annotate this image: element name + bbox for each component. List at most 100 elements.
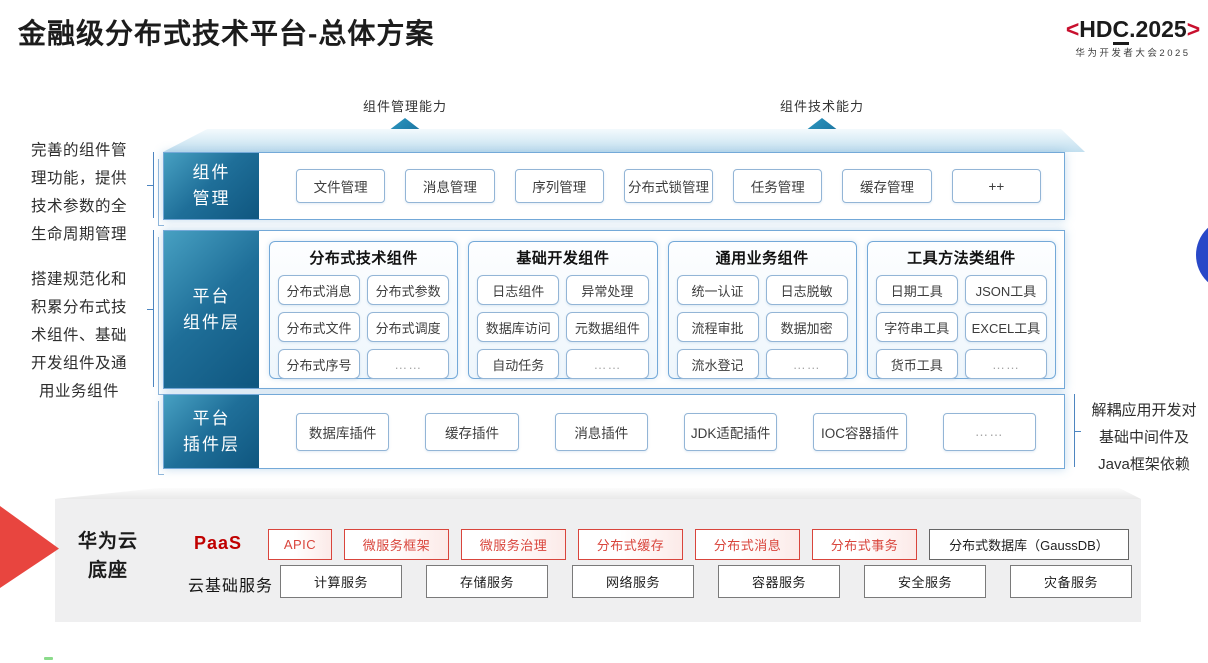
annotation-line: 积累分布式技 <box>30 299 127 316</box>
component-item: 日志组件 <box>477 275 560 305</box>
paas-service: 分布式缓存 <box>578 529 683 560</box>
cloud-services-label: 云基础服务 <box>188 578 274 595</box>
cloud-service: 网络服务 <box>572 565 694 598</box>
paas-services-row: APIC 微服务框架 微服务治理 分布式缓存 分布式消息 分布式事务 分布式数据… <box>268 529 1129 560</box>
paas-service: 微服务框架 <box>344 529 449 560</box>
component-item: 分布式消息 <box>278 275 361 305</box>
management-item: 消息管理 <box>405 169 495 203</box>
component-item: EXCEL工具 <box>964 312 1047 342</box>
annotation-component-accumulation: 搭建规范化和 积累分布式技 术组件、基础 开发组件及通 用业务组件 <box>6 266 152 406</box>
red-arrow-icon <box>0 506 59 588</box>
component-item: 异常处理 <box>566 275 649 305</box>
annotation-line: 解耦应用开发对 <box>1091 402 1197 419</box>
component-item: 流程审批 <box>676 312 759 342</box>
logo-c-underlined: C <box>1112 16 1130 45</box>
foundation-label-line: 底座 <box>87 560 128 581</box>
annotation-line: 理功能，提供 <box>30 170 127 187</box>
annotation-line: 基础中间件及 <box>1098 429 1189 446</box>
paas-service: 微服务治理 <box>461 529 566 560</box>
cloud-service: 计算服务 <box>280 565 402 598</box>
component-item: 自动任务 <box>477 349 560 379</box>
group-title: 分布式技术组件 <box>309 250 418 267</box>
group-grid: 日期工具 JSON工具 字符串工具 EXCEL工具 货币工具 …… <box>875 275 1047 379</box>
cloud-service: 安全服务 <box>864 565 986 598</box>
hdc-2025-logo: <HDC.2025> 华为开发者大会2025 <box>1064 16 1202 59</box>
component-item: 数据库访问 <box>477 312 560 342</box>
component-item: 流水登记 <box>676 349 759 379</box>
component-item: JSON工具 <box>964 275 1047 305</box>
paas-service-gaussdb: 分布式数据库（GaussDB） <box>929 529 1129 560</box>
annotation-management-capability: 完善的组件管 理功能，提供 技术参数的全 生命周期管理 <box>6 137 152 249</box>
foundation-label: 华为云 底座 <box>70 527 146 585</box>
annotation-line: 技术参数的全 <box>30 198 127 215</box>
plugin-item-ellipsis: …… <box>942 412 1036 451</box>
foundation-label-line: 华为云 <box>77 531 138 552</box>
arrow-label-technology: 组件技术能力 <box>779 99 864 114</box>
annotation-line: 完善的组件管 <box>30 142 127 159</box>
cloud-services-row: 计算服务 存储服务 网络服务 容器服务 安全服务 灾备服务 <box>280 565 1132 598</box>
component-group-basic-dev: 基础开发组件 日志组件 异常处理 数据库访问 元数据组件 自动任务 …… <box>468 241 658 379</box>
management-item: 序列管理 <box>514 169 604 203</box>
component-item: 日志脱敏 <box>765 275 848 305</box>
group-grid: 统一认证 日志脱敏 流程审批 数据加密 流水登记 …… <box>676 275 848 379</box>
component-item: 分布式调度 <box>367 312 450 342</box>
component-item-ellipsis: …… <box>566 349 649 379</box>
plugin-item: JDK适配插件 <box>683 412 778 451</box>
component-item: 字符串工具 <box>875 312 958 342</box>
component-item: 分布式文件 <box>278 312 361 342</box>
paas-service: 分布式消息 <box>695 529 800 560</box>
component-group-business: 通用业务组件 统一认证 日志脱敏 流程审批 数据加密 流水登记 …… <box>667 241 857 379</box>
bracket-tick <box>1074 430 1081 432</box>
layer-row-component-management: 组件 管理 文件管理 消息管理 序列管理 分布式锁管理 任务管理 缓存管理 ++ <box>158 152 1065 226</box>
annotation-line: 术组件、基础 <box>30 327 127 344</box>
arrow-label-management: 组件管理能力 <box>362 99 447 114</box>
layer-row-platform-components: 平台 组件层 分布式技术组件 分布式消息 分布式参数 分布式文件 分布式调度 分… <box>158 230 1065 395</box>
platform-top-face <box>163 129 1085 152</box>
paas-label: PaaS <box>194 533 243 553</box>
component-item: 分布式序号 <box>278 349 361 379</box>
foundation-top-face <box>55 488 1141 499</box>
component-item: 货币工具 <box>875 349 958 379</box>
layer-label-platform-plugins: 平台 插件层 <box>164 395 259 468</box>
cloud-service: 存储服务 <box>426 565 548 598</box>
annotation-line: 开发组件及通 <box>30 355 127 372</box>
annotation-line: 搭建规范化和 <box>30 271 127 288</box>
bracket-tick <box>147 185 154 186</box>
annotation-line: 用业务组件 <box>38 383 119 400</box>
layer-label-line: 组件层 <box>183 312 240 332</box>
component-item: 统一认证 <box>676 275 759 305</box>
management-item: 缓存管理 <box>842 169 932 203</box>
cloud-service: 灾备服务 <box>1010 565 1132 598</box>
component-item-ellipsis: …… <box>367 349 450 379</box>
management-items: 文件管理 消息管理 序列管理 分布式锁管理 任务管理 缓存管理 ++ <box>296 153 1041 219</box>
annotation-line: 生命周期管理 <box>30 226 127 243</box>
plugin-item: IOC容器插件 <box>813 412 907 451</box>
logo-year: .2025 <box>1129 16 1187 42</box>
layer-label-line: 平台 <box>192 286 231 306</box>
group-grid: 分布式消息 分布式参数 分布式文件 分布式调度 分布式序号 …… <box>278 275 450 379</box>
page-title: 金融级分布式技术平台-总体方案 <box>18 18 435 49</box>
management-item: 分布式锁管理 <box>623 169 714 203</box>
component-group-tools: 工具方法类组件 日期工具 JSON工具 字符串工具 EXCEL工具 货币工具 …… <box>866 241 1056 379</box>
annotation-line: Java框架依赖 <box>1098 456 1190 473</box>
bracket-left-components <box>147 230 160 387</box>
management-item: 文件管理 <box>296 169 386 203</box>
layer-label-component-management: 组件 管理 <box>164 153 259 219</box>
component-item: 数据加密 <box>765 312 848 342</box>
annotation-decoupling: 解耦应用开发对 基础中间件及 Java框架依赖 <box>1080 397 1208 478</box>
component-groups: 分布式技术组件 分布式消息 分布式参数 分布式文件 分布式调度 分布式序号 ……… <box>269 241 1056 379</box>
layer-label-line: 平台 <box>192 408 231 428</box>
bracket-left-management <box>147 152 160 218</box>
plugin-items: 数据库插件 缓存插件 消息插件 JDK适配插件 IOC容器插件 …… <box>296 395 1036 468</box>
plugin-item: 数据库插件 <box>296 412 390 451</box>
layer-label-line: 组件 <box>192 163 231 182</box>
group-title: 工具方法类组件 <box>907 250 1016 267</box>
component-group-distributed: 分布式技术组件 分布式消息 分布式参数 分布式文件 分布式调度 分布式序号 …… <box>269 241 459 379</box>
group-title: 基础开发组件 <box>516 250 610 267</box>
layer-label-platform-components: 平台 组件层 <box>164 231 259 388</box>
hdc-logo-text: <HDC.2025> <box>1064 16 1202 45</box>
logo-right-bracket: > <box>1186 16 1201 42</box>
paas-service: APIC <box>268 529 332 560</box>
layer-row-platform-plugins: 平台 插件层 数据库插件 缓存插件 消息插件 JDK适配插件 IOC容器插件 …… <box>158 394 1065 475</box>
cloud-service: 容器服务 <box>718 565 840 598</box>
